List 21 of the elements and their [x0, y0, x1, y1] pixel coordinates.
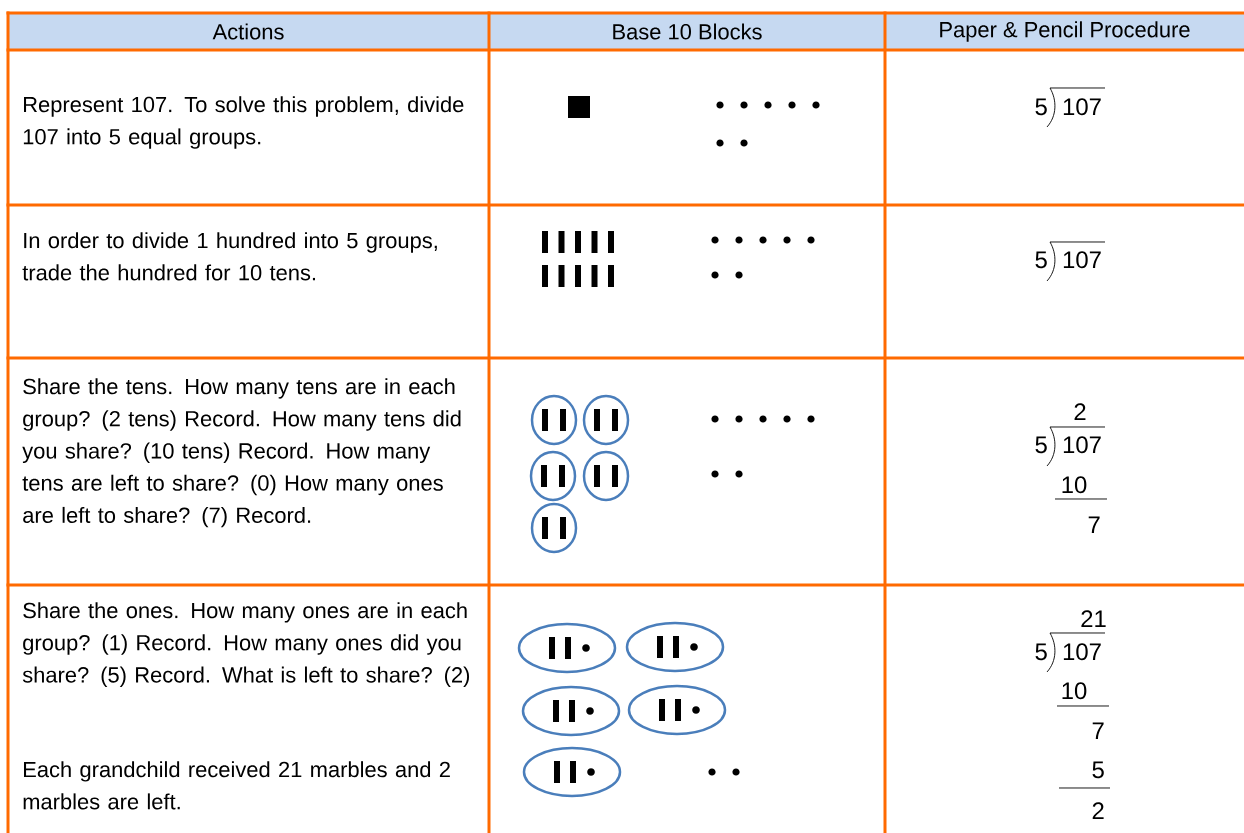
division-number: 5: [1035, 98, 1047, 116]
division-number: 107: [1063, 436, 1101, 454]
division-number: 5: [1035, 643, 1047, 661]
division-number: 7: [1088, 516, 1100, 533]
division-number: 107: [1063, 98, 1101, 116]
division-number: 21: [1081, 610, 1106, 627]
action-text: Represent 107. To solve this problem, divide 107 into 5 equal groups.: [23, 96, 464, 149]
division-number: 107: [1063, 643, 1101, 661]
division-number: 2: [1092, 802, 1104, 819]
division-number: 10: [1062, 682, 1087, 700]
division-number: 107: [1063, 251, 1101, 269]
division-number: 5: [1035, 251, 1047, 269]
division-number: 5: [1092, 761, 1104, 779]
division-number: 10: [1062, 476, 1087, 494]
division-number: 2: [1074, 403, 1086, 420]
action-text: Share the ones. How many ones are in each group? (1) Record. How many ones did you share? (5) Record. What is left to share? (2): [22, 602, 470, 687]
action-text: In order to divide 1 hundred into 5 groups, trade the hundred for 10 tens.: [22, 232, 437, 281]
division-number: 5: [1035, 436, 1047, 454]
action-text: Each grandchild received 21 marbles and 2 marbles are left.: [23, 761, 450, 810]
action-text: Share the tens. How many tens are in each group? (2 tens) Record. How many tens did you share? (10 tens) Record. How many tens are left to share? (0) How many ones are left to share? (7) Record.: [22, 378, 461, 528]
division-number: 7: [1092, 722, 1104, 739]
